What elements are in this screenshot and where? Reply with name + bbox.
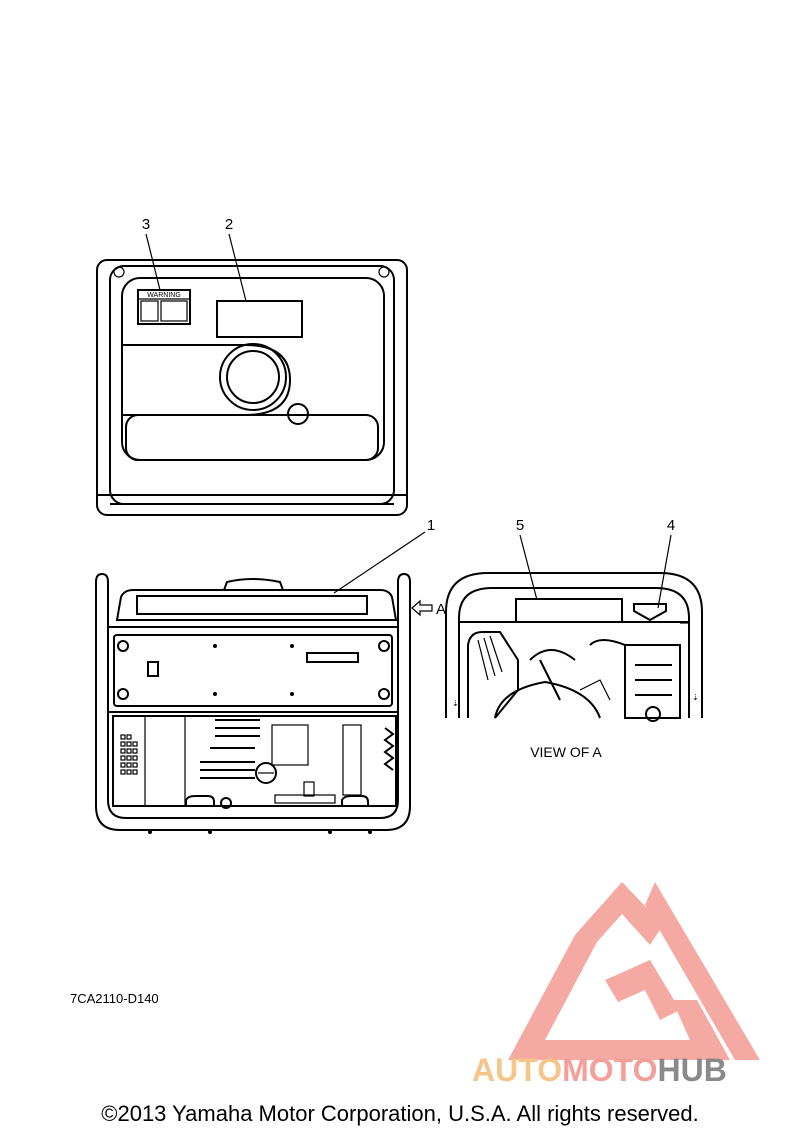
view-a-arrow: A	[411, 599, 446, 618]
callout-2-number: 2	[225, 216, 233, 233]
callout-5: 5	[516, 517, 538, 601]
label-2-decal	[216, 300, 303, 338]
callout-4: 4	[657, 517, 675, 609]
generator-front-view	[95, 572, 411, 834]
view-of-a-detail: ⇣ ⇣	[445, 572, 703, 722]
view-marker-left: ⇣	[452, 699, 459, 708]
warning-label-decal: WARNING	[137, 289, 191, 325]
callout-3-number: 3	[142, 216, 150, 233]
engine-vents	[120, 734, 138, 775]
callout-3: 3	[142, 216, 161, 291]
engine-fins	[200, 719, 260, 779]
automotohub-logo-mark	[508, 882, 760, 1060]
warning-label-text: WARNING	[147, 292, 181, 299]
view-marker-right: ⇣	[692, 693, 699, 702]
callout-4-number: 4	[667, 517, 675, 534]
view-of-a-title: VIEW OF A	[530, 744, 602, 760]
label-5-decal	[515, 598, 623, 623]
callout-5-number: 5	[516, 517, 524, 534]
generator-top-view: WARNING	[96, 259, 408, 516]
diagram-part-code: 7CA2110-D140	[70, 991, 159, 1006]
watermark-part-auto: AUTO	[472, 1052, 563, 1088]
label-4-decal	[633, 603, 667, 622]
callout-2: 2	[225, 216, 247, 302]
watermark-part-hub: HUB	[657, 1052, 727, 1088]
automotohub-watermark: AUTOMOTOHUB	[472, 1052, 727, 1089]
view-a-arrow-label: A	[436, 601, 446, 618]
watermark-part-moto: MOTO	[562, 1052, 658, 1088]
callout-1: 1	[333, 517, 435, 594]
copyright-notice: ©2013 Yamaha Motor Corporation, U.S.A. A…	[101, 1101, 699, 1126]
callout-1-number: 1	[427, 517, 435, 534]
